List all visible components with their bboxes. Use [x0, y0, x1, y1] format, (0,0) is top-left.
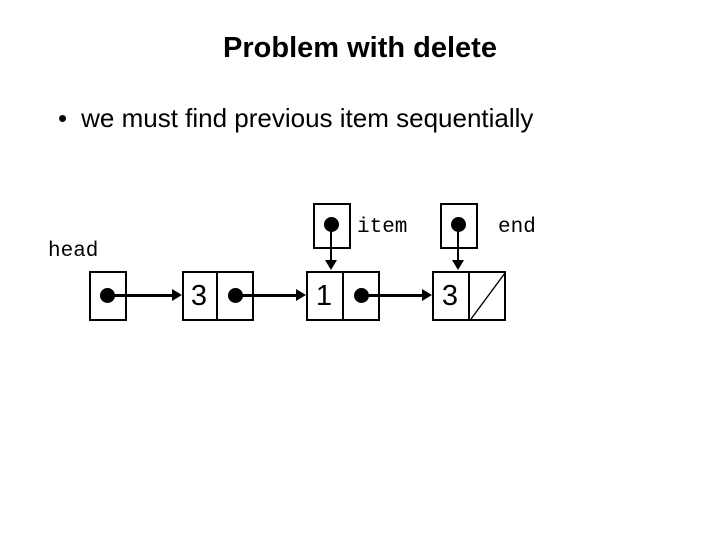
list-node-3-divider: [468, 271, 470, 321]
list-node-1-divider: [216, 271, 218, 321]
bullet-marker-icon: •: [58, 103, 68, 133]
arrow-node1-to-node2-shaft: [235, 294, 296, 297]
arrow-node2-to-node3-shaft: [361, 294, 422, 297]
arrow-node2-to-node3-head-icon: [422, 289, 432, 301]
page-title: Problem with delete: [223, 32, 497, 64]
arrow-end-to-node3-shaft: [457, 224, 459, 262]
arrow-end-to-node3-head-icon: [452, 260, 464, 270]
list-node-1-value: 3: [190, 280, 208, 312]
arrow-node1-to-node2-head-icon: [296, 289, 306, 301]
end-label: end: [498, 216, 536, 239]
head-label: head: [48, 240, 99, 263]
bullet-list-item: • we must find previous item sequentiall…: [58, 105, 698, 131]
arrow-head-to-node1-shaft: [107, 294, 172, 297]
arrow-item-to-node2-head-icon: [325, 260, 337, 270]
item-label: item: [357, 216, 408, 239]
list-node-3-value: 3: [441, 280, 459, 312]
list-node-2-divider: [342, 271, 344, 321]
bullet-item-label: we must find previous item sequentially: [81, 103, 534, 133]
item-pointer-box: [313, 203, 351, 249]
list-node-2-value: 1: [315, 280, 333, 312]
arrow-head-to-node1-head-icon: [172, 289, 182, 301]
null-terminator-slash-icon: [470, 272, 506, 320]
arrow-item-to-node2-shaft: [330, 224, 332, 262]
